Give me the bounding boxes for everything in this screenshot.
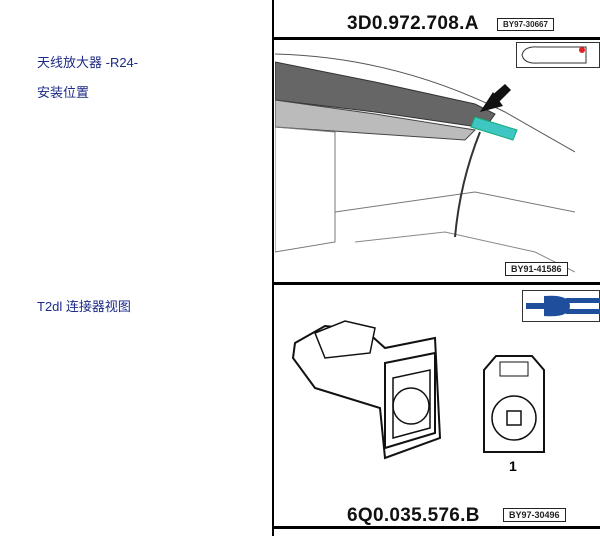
ref-code-connector: BY97-30496 (503, 508, 566, 522)
figure-code-antenna: BY91-41586 (505, 262, 568, 276)
part-number-connector: 6Q0.035.576.B (347, 505, 480, 526)
antenna-installation-illustration (275, 53, 575, 273)
divider-middle (274, 282, 600, 285)
connector-face-pinout (483, 355, 545, 453)
ref-code-antenna: BY97-30667 (497, 18, 554, 31)
part-number-antenna: 3D0.972.708.A (347, 13, 479, 34)
connector-housing-illustration (291, 320, 442, 460)
connector-icon (522, 290, 600, 322)
vehicle-location-thumbnail (516, 42, 600, 68)
column-divider (272, 0, 274, 536)
pin-label: 1 (509, 458, 517, 474)
divider-bottom (274, 526, 600, 529)
connector-view-heading: T2dl 连接器视图 (37, 299, 131, 314)
divider-top (274, 37, 600, 40)
install-location-heading: 安装位置 (37, 85, 90, 100)
component-title: 天线放大器 -R24- (37, 55, 139, 70)
